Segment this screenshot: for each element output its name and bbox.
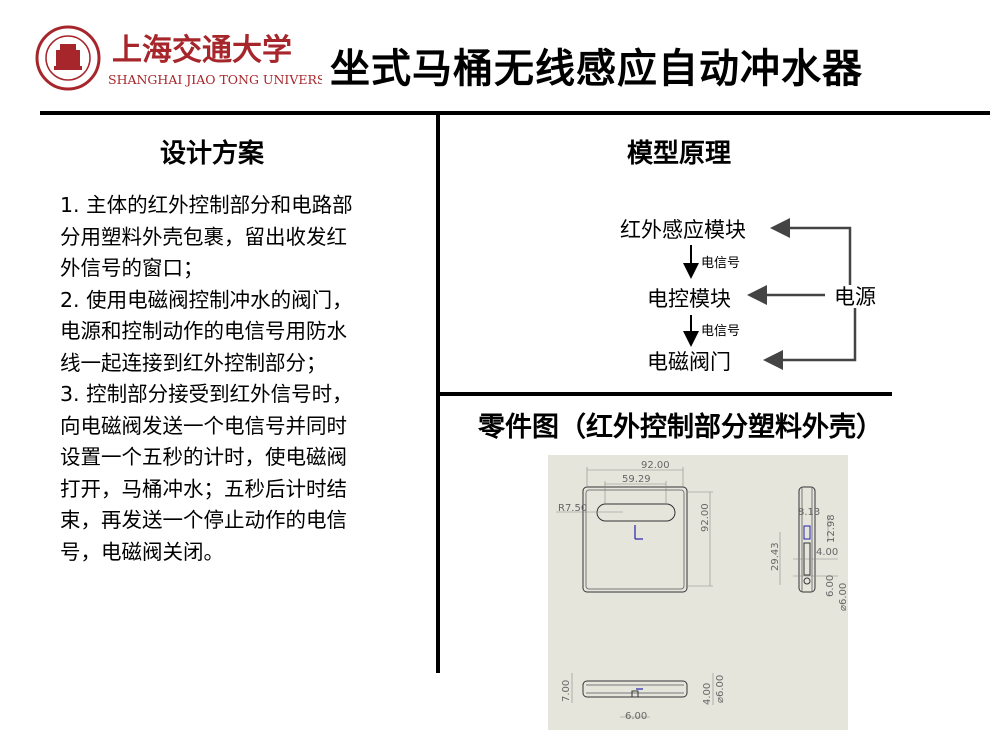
logo-name-en: SHANGHAI JIAO TONG UNIVERSITY	[108, 72, 322, 87]
part-heading: 零件图（红外控制部分塑料外壳）	[478, 412, 883, 443]
dim-side-e: 6.00	[825, 575, 836, 597]
arrow-power-to-sensor	[770, 218, 852, 285]
text-line: 打开，马桶冲水；五秒后计时结	[60, 476, 347, 501]
column-divider	[436, 115, 440, 673]
text-line: 线一起连接到红外控制部分；	[60, 350, 327, 375]
dim-side-c: 29.43	[770, 542, 781, 571]
text-line: 设置一个五秒的计时，使电磁阀	[60, 445, 347, 469]
dim-side-d: 4.00	[816, 547, 838, 558]
node-power: 电源	[834, 285, 876, 309]
side-view	[798, 486, 816, 593]
bottom-view	[582, 680, 688, 698]
dim-side-a: 8.13	[798, 507, 820, 518]
model-heading: 模型原理	[627, 139, 732, 169]
text-line: 1. 主体的红外控制部分和电路部	[60, 193, 353, 217]
text-line: 2. 使用电磁阀控制冲水的阀门，	[60, 287, 353, 312]
engineering-drawing: 92.00 59.29 R7.50 92.00 8.13 12.98 29.43…	[548, 455, 849, 730]
text-line: 号，电磁阀关闭。	[60, 539, 224, 564]
text-line: 分用塑料外壳包裹，留出收发红	[60, 224, 347, 249]
dim-bottom-a: 7.00	[561, 680, 572, 702]
dim-bottom-b: 4.00	[702, 683, 713, 705]
dim-side-b: 12.98	[826, 514, 837, 543]
node-control: 电控模块	[647, 287, 731, 311]
text-line: 向电磁阀发送一个电信号并同时	[60, 413, 347, 438]
header-divider	[40, 111, 990, 115]
signal-label: 电信号	[701, 256, 741, 271]
sensor-slot	[596, 503, 676, 522]
dim-slot-length: 59.29	[622, 474, 651, 485]
signal-label: 电信号	[701, 324, 741, 339]
university-seal-icon	[35, 25, 101, 91]
node-sensor: 红外感应模块	[620, 218, 746, 242]
section-divider	[440, 392, 892, 396]
dim-width: 92.00	[641, 460, 670, 471]
dim-height: 92.00	[700, 503, 711, 532]
arrow-power-to-valve	[763, 308, 857, 370]
text-line: 外信号的窗口；	[60, 256, 204, 280]
dim-bottom-c: ⌀6.00	[715, 675, 726, 703]
text-line: 束，再发送一个停止动作的电信	[60, 508, 347, 532]
text-line: 电源和控制动作的电信号用防水	[60, 319, 347, 343]
logo-name-cn: 上海交通大学	[112, 33, 292, 68]
front-view	[582, 486, 688, 593]
sjtu-logo: 上海交通大学 SHANGHAI JIAO TONG UNIVERSITY	[32, 24, 348, 96]
flow-arrows	[683, 218, 857, 370]
node-valve: 电磁阀门	[647, 350, 731, 374]
page-title: 坐式马桶无线感应自动冲水器	[330, 46, 863, 92]
dim-side-f: ⌀6.00	[838, 583, 848, 611]
dim-bottom-d: 6.00	[625, 711, 647, 722]
design-description: 1. 主体的红外控制部分和电路部 分用塑料外壳包裹，留出收发红 外信号的窗口； …	[60, 190, 353, 568]
text-line: 3. 控制部分接受到红外信号时，	[60, 382, 353, 406]
dim-radius: R7.50	[558, 503, 587, 514]
design-heading: 设计方案	[160, 139, 265, 169]
